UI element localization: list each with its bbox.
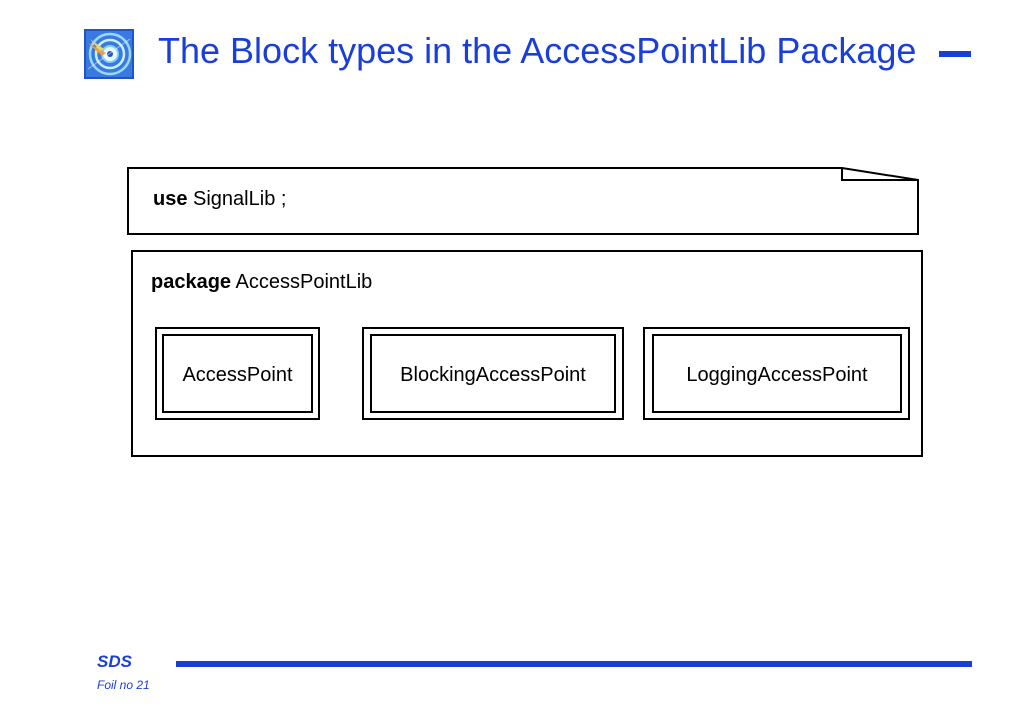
block-inner-blockingaccesspoint <box>370 334 616 413</box>
footer-divider <box>176 661 972 667</box>
package-name: AccessPointLib <box>231 271 373 293</box>
block-outer-loggingaccesspoint <box>643 327 910 420</box>
use-clause-text: use SignalLib ; <box>153 188 286 211</box>
block-label-accesspoint: AccessPoint <box>182 364 293 386</box>
block-outer-accesspoint <box>155 327 320 420</box>
package-heading: package AccessPointLib <box>151 271 372 294</box>
footer-foil-number: Foil no 21 <box>97 678 150 692</box>
folded-corner <box>841 168 918 181</box>
slide-title: The Block types in the AccessPointLib Pa… <box>158 30 917 71</box>
footer-brand: SDS <box>97 652 132 671</box>
package-keyword: package <box>151 271 232 293</box>
block-label-blockingaccesspoint: BlockingAccessPoint <box>400 364 586 386</box>
target-logo-icon <box>84 29 134 79</box>
block-inner-loggingaccesspoint <box>652 334 902 413</box>
title-dash-decoration <box>939 51 971 57</box>
use-target: SignalLib ; <box>187 188 287 210</box>
use-keyword: use <box>153 188 188 210</box>
use-clause-symbol <box>127 167 919 235</box>
block-outer-blockingaccesspoint <box>362 327 624 420</box>
block-inner-accesspoint <box>162 334 313 413</box>
package-frame <box>131 250 923 457</box>
block-label-loggingaccesspoint: LoggingAccessPoint <box>686 364 868 386</box>
